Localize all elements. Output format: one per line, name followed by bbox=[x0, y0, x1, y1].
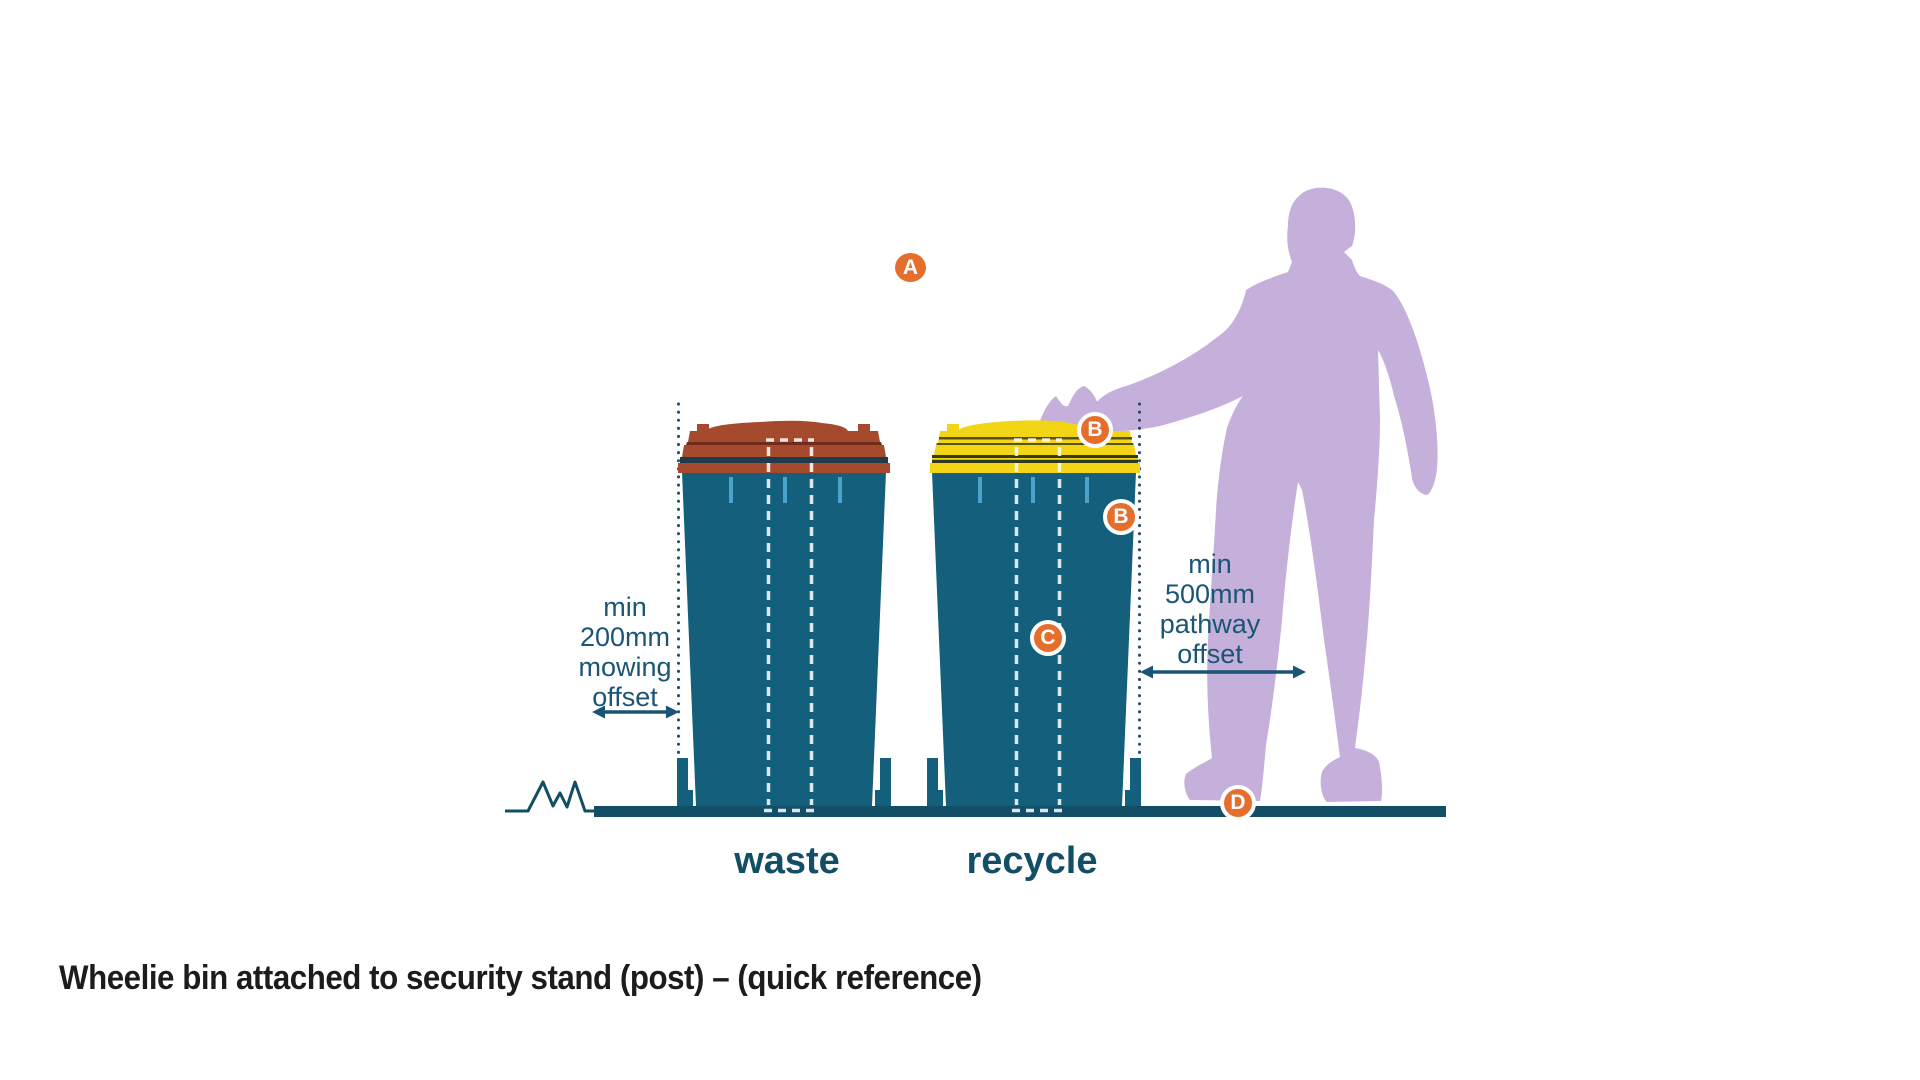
waste-bin-left-wheel bbox=[677, 758, 693, 806]
callout-marker-c: C bbox=[1030, 620, 1066, 656]
waste-bin-body bbox=[682, 472, 886, 806]
recycle-bin bbox=[927, 420, 1141, 813]
recycle-bin-left-wheel bbox=[927, 758, 943, 806]
waste-bin-label: waste bbox=[734, 840, 840, 882]
recycle-bin-label: recycle bbox=[966, 840, 1098, 882]
waste-bin-ticks bbox=[729, 477, 842, 503]
recycle-bin-ticks bbox=[978, 477, 1089, 503]
person-body bbox=[1093, 187, 1438, 803]
grass-squiggle bbox=[505, 780, 598, 813]
waste-bin bbox=[677, 420, 891, 813]
callout-marker-d: D bbox=[1220, 785, 1256, 821]
callout-marker-b-body: B bbox=[1103, 499, 1139, 535]
waste-bin-lid bbox=[678, 420, 890, 473]
figure-caption: Wheelie bin attached to security stand (… bbox=[59, 959, 982, 997]
mowing-offset-arrow bbox=[592, 705, 679, 719]
recycle-bin-right-wheel bbox=[1125, 758, 1141, 806]
pathway-offset-arrow bbox=[1140, 665, 1306, 679]
callout-marker-a: A bbox=[895, 253, 926, 282]
mowing-offset-annotation: min 200mm mowing offset bbox=[578, 592, 672, 712]
waste-post-outline bbox=[764, 438, 816, 813]
waste-bin-right-wheel bbox=[875, 758, 891, 806]
callout-marker-b-lid: B bbox=[1077, 412, 1113, 448]
pathway-offset-annotation: min 500mm pathway offset bbox=[1159, 549, 1261, 669]
